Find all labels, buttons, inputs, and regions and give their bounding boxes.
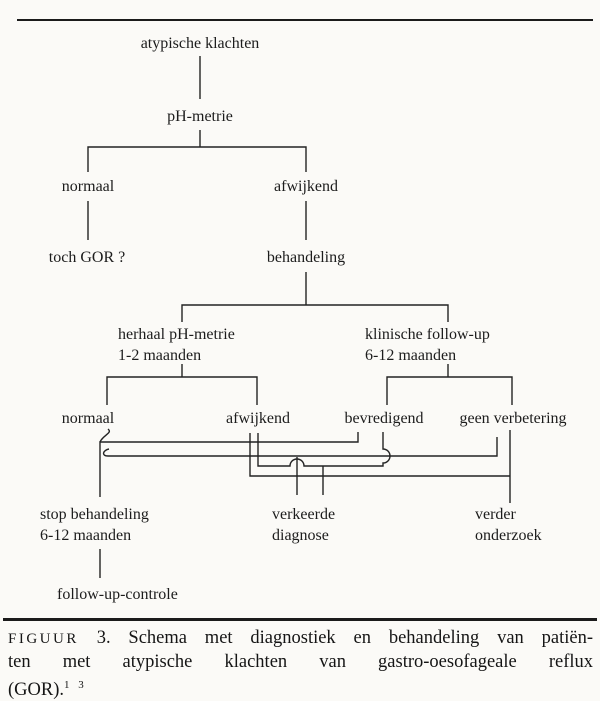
node-afwijkend-1: afwijkend xyxy=(274,178,338,195)
caption-figuur-label: FIGUUR xyxy=(8,631,79,647)
bracket-herhaal-split xyxy=(106,376,258,405)
node-normaal-1: normaal xyxy=(61,178,115,195)
node-follow-up-controle: follow-up-controle xyxy=(57,586,178,603)
bracket-klinische-split xyxy=(386,376,513,405)
node-bevredigend: bevredigend xyxy=(344,410,424,427)
caption-line-3: (GOR).1 3 xyxy=(8,674,593,701)
node-herhaal-ph-metrie-line2: 1-2 maanden xyxy=(118,347,202,364)
node-verkeerde-diagnose-line2: diagnose xyxy=(272,527,329,544)
node-klinische-follow-up-line1: klinische follow-up xyxy=(365,326,490,343)
connector-bevredigend-normaal-to-stop xyxy=(99,432,359,497)
caption-reference: 1 3 xyxy=(64,679,87,691)
hook-normaal-junction xyxy=(99,428,110,443)
top-rule xyxy=(17,19,593,21)
node-verder-onderzoek-line2: onderzoek xyxy=(475,527,542,544)
flowchart-connectors xyxy=(87,56,513,578)
caption-figuur-number: 3. xyxy=(96,628,111,648)
node-ph-metrie: pH-metrie xyxy=(167,108,233,125)
caption-line-2: ten met atypische klachten van gastro-oe… xyxy=(8,652,593,672)
node-stop-behandeling: stop behandeling 6-12 maanden xyxy=(40,504,149,546)
connector-afwijkend-bevredigend-with-hops xyxy=(257,432,391,467)
node-normaal-2: normaal xyxy=(61,410,115,427)
node-behandeling: behandeling xyxy=(266,249,346,266)
node-stop-behandeling-line1: stop behandeling xyxy=(40,506,149,523)
node-verkeerde-diagnose: verkeerde diagnose xyxy=(272,504,335,546)
connector-normaal-geenverbetering xyxy=(102,437,498,457)
figure-caption: FIGUUR 3. Schema met diagnostiek en beha… xyxy=(8,627,593,701)
node-geen-verbetering: geen verbetering xyxy=(459,410,567,427)
bracket-phmetrie-split xyxy=(87,146,307,172)
node-verder-onderzoek: verder onderzoek xyxy=(475,504,542,546)
bottom-rule xyxy=(3,618,597,621)
node-klinische-follow-up: klinische follow-up 6-12 maanden xyxy=(365,324,490,366)
caption-line-1-text: Schema met diagnostiek en behandeling va… xyxy=(128,628,594,648)
node-stop-behandeling-line2: 6-12 maanden xyxy=(40,527,132,544)
node-herhaal-ph-metrie-line1: herhaal pH-metrie xyxy=(118,326,235,343)
node-atypische-klachten: atypische klachten xyxy=(140,35,260,52)
node-herhaal-ph-metrie: herhaal pH-metrie 1-2 maanden xyxy=(118,324,235,366)
node-verder-onderzoek-line1: verder xyxy=(475,506,516,523)
caption-line-1: FIGUUR 3. Schema met diagnostiek en beha… xyxy=(8,627,593,651)
node-toch-gor: toch GOR ? xyxy=(48,249,126,266)
connector-afwijkend-to-verder xyxy=(249,433,510,477)
node-afwijkend-2: afwijkend xyxy=(226,410,290,427)
caption-line-3-text: (GOR). xyxy=(8,680,65,701)
node-klinische-follow-up-line2: 6-12 maanden xyxy=(365,347,457,364)
node-verkeerde-diagnose-line1: verkeerde xyxy=(272,506,336,523)
bracket-behandeling-split xyxy=(181,304,449,322)
